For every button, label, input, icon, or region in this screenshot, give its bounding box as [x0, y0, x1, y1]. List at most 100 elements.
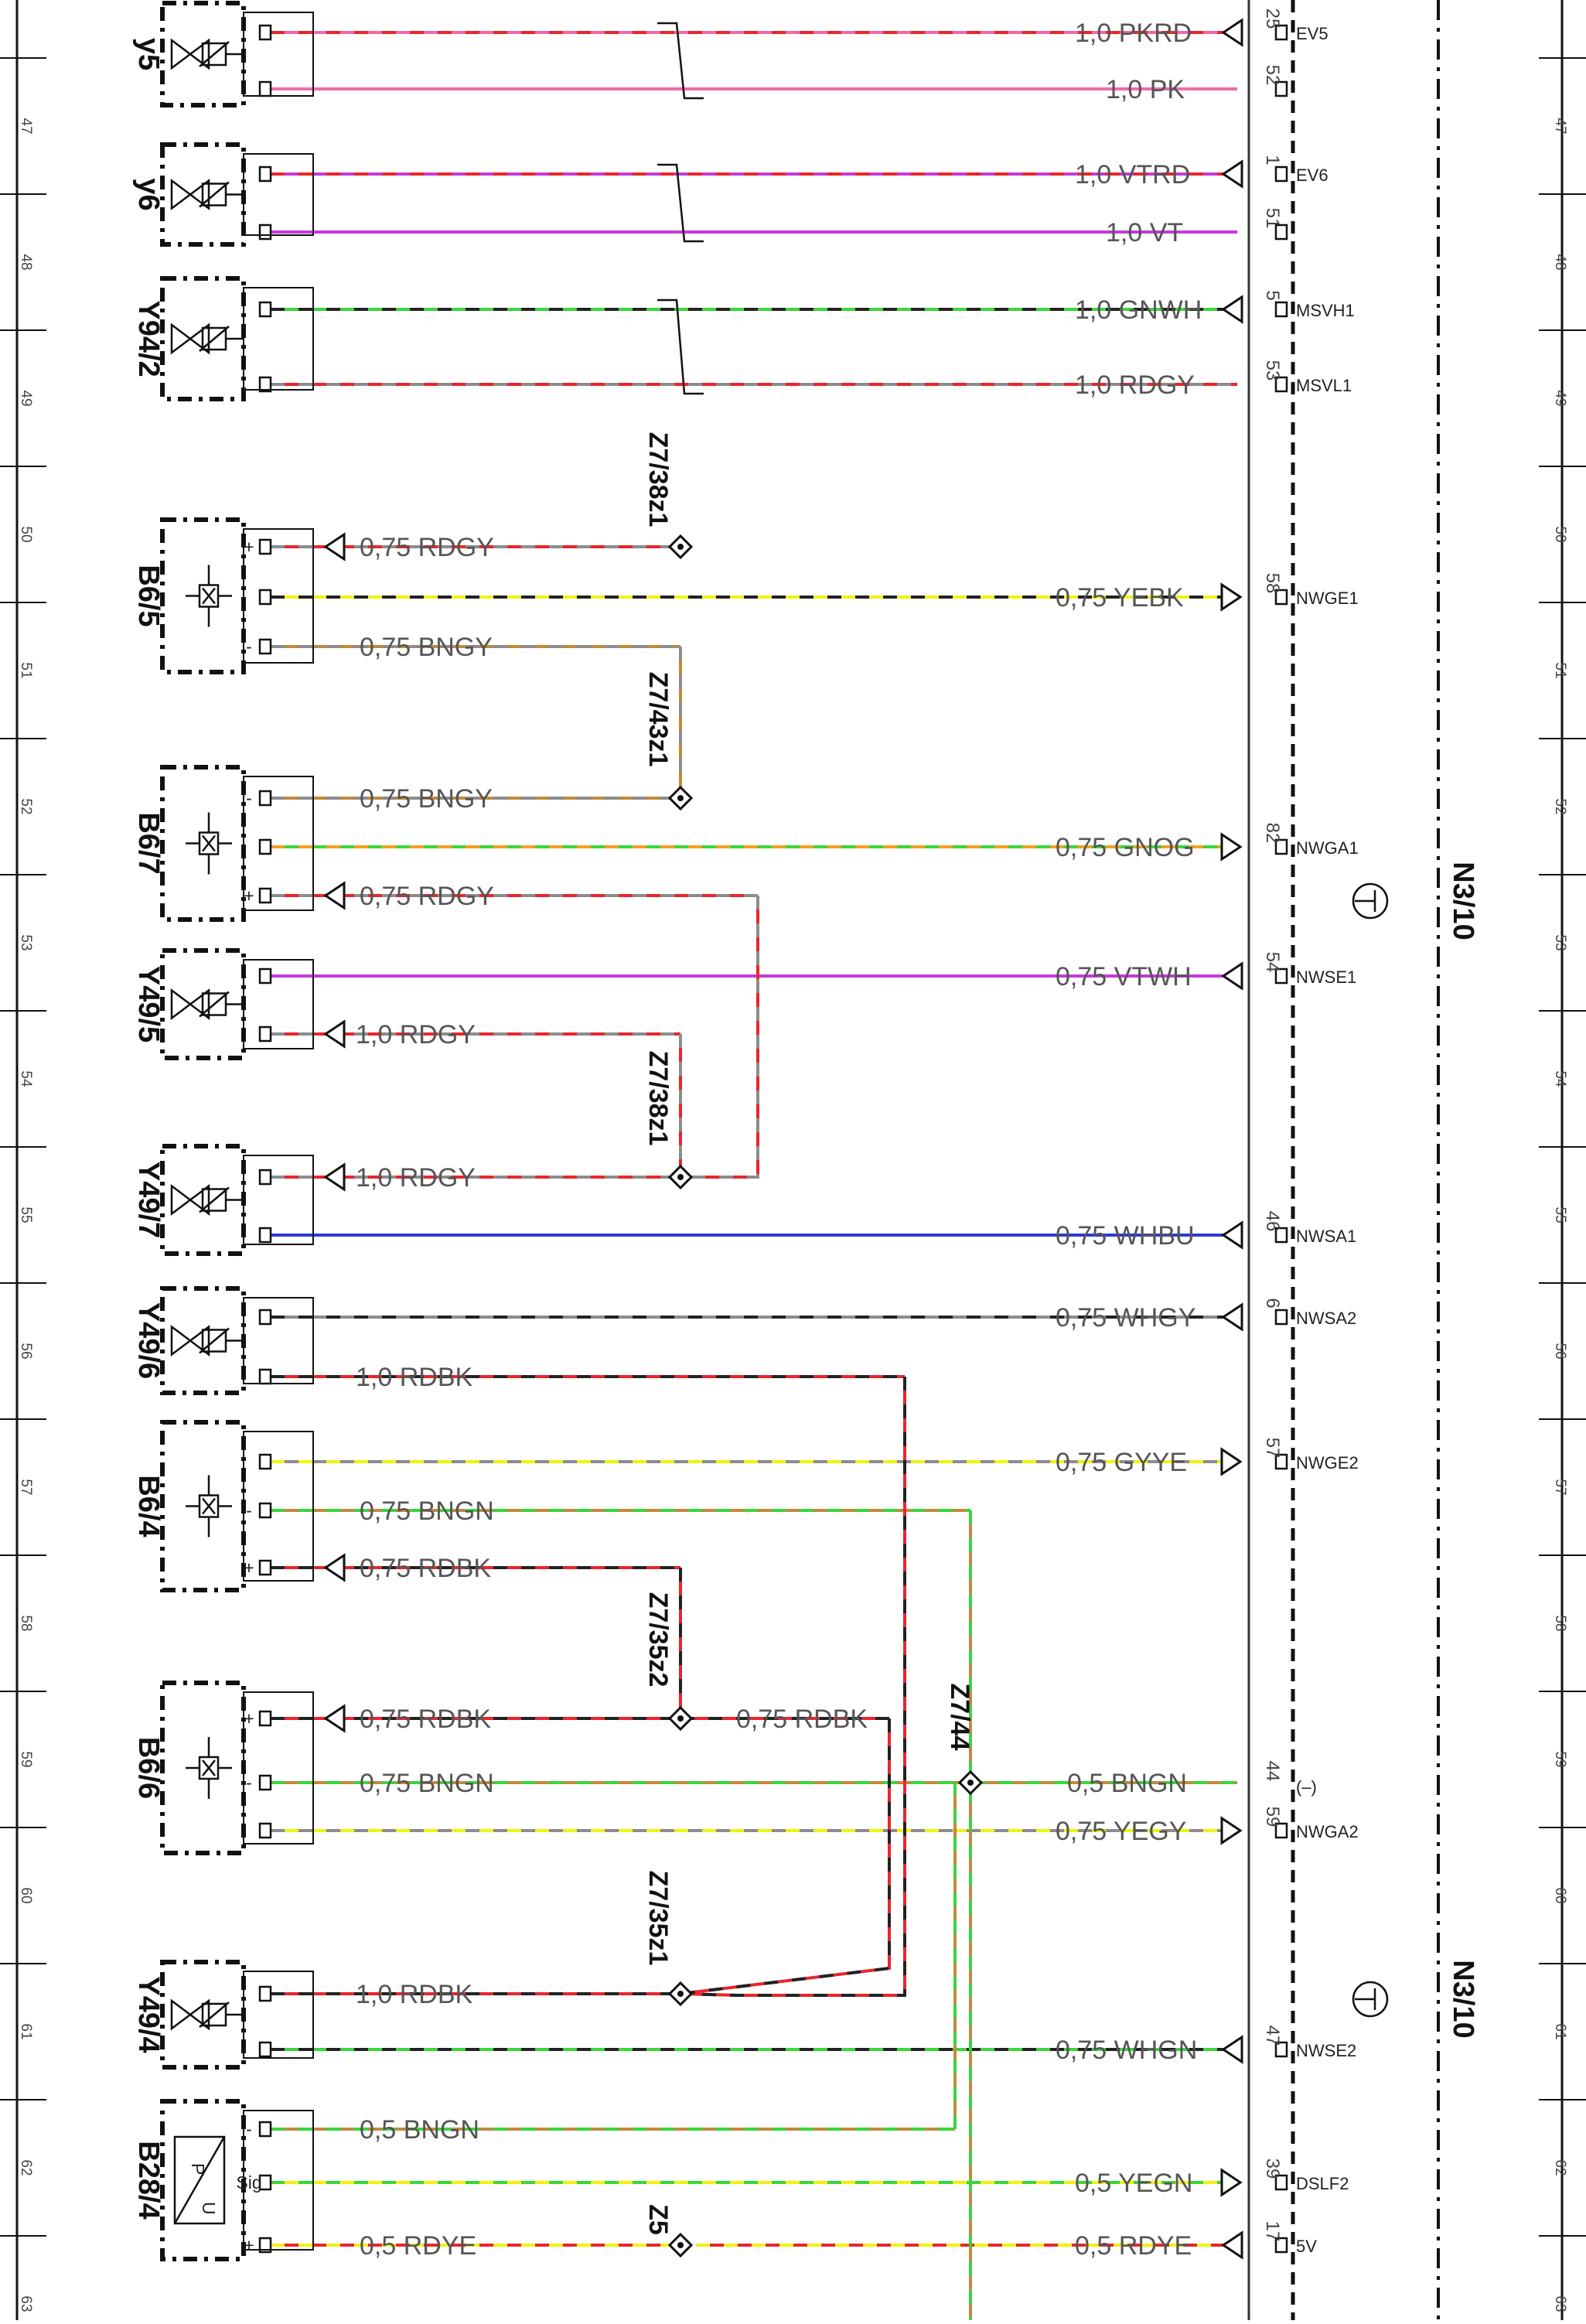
frame-number-left: 48 — [18, 254, 34, 270]
ecu-arrow-in-icon — [1221, 961, 1243, 991]
wire-label: 0,75 YEBK — [1056, 583, 1184, 613]
solenoid-coil-slash — [199, 2002, 230, 2028]
wire-label: 0,75 RDBK — [360, 1554, 491, 1583]
frame-number-right: 54 — [1552, 1070, 1568, 1087]
frame-number-right: 51 — [1552, 662, 1568, 678]
ecu-signal-name: NWSE2 — [1296, 2041, 1356, 2060]
frame-number-right: 62 — [1552, 2159, 1568, 2176]
component-arrow-icon — [323, 532, 346, 561]
wire-label: 0,75 YEGY — [1056, 1817, 1187, 1846]
frame-number-left: 56 — [18, 1343, 34, 1359]
ecu-arrow-in-icon — [1221, 295, 1243, 324]
ecu-arrow-in-icon — [1221, 18, 1243, 47]
ecu-pin-number: 39 — [1262, 2158, 1283, 2179]
frame-number-right: 58 — [1552, 1615, 1568, 1631]
pin-terminal — [258, 166, 272, 183]
pin-terminal — [258, 2237, 272, 2254]
ecu-pin-number: 52 — [1262, 65, 1283, 86]
frame-number-left: 49 — [18, 390, 34, 406]
wire-label: 1,0 PKRD — [1075, 19, 1192, 48]
ecu-signal-name: EV6 — [1296, 166, 1328, 185]
wire-label: 1,0 RDBK — [356, 1363, 472, 1392]
pin-polarity: - — [246, 2119, 252, 2139]
ecu-pin-terminal — [1274, 1309, 1288, 1326]
splice-label: Z7/43z1 — [643, 672, 673, 767]
ecu-pin-terminal — [1274, 1453, 1288, 1470]
frame-number-left: 60 — [18, 1887, 34, 1903]
frame-number-right: 55 — [1552, 1206, 1568, 1223]
connector-box — [243, 1691, 314, 1845]
wire-vertical-stripe — [680, 1718, 891, 1995]
wire-label: 0,75 BNGN — [360, 1769, 494, 1798]
wire-label: 0,5 RDYE — [1075, 2231, 1192, 2261]
ecu-pin-number: 58 — [1262, 573, 1283, 594]
frame-number-right: 53 — [1552, 934, 1568, 950]
pin-polarity: - — [246, 1500, 252, 1520]
splice-node-dot — [677, 1174, 684, 1180]
ecu-pin-number: 25 — [1262, 9, 1283, 29]
ecu-pin-terminal — [1274, 24, 1288, 41]
ecu-signal-name: NWSA1 — [1296, 1227, 1356, 1246]
ecu-arrow-in-icon — [1221, 1302, 1243, 1332]
splice-node-dot — [677, 795, 684, 801]
component-label: B28/4 — [132, 2141, 165, 2219]
wire-label: 0,75 BNGY — [360, 784, 493, 814]
pin-polarity: + — [244, 2235, 254, 2255]
valve-icon — [170, 1184, 210, 1216]
ecu-arrow-out-icon — [1220, 1447, 1243, 1476]
ecu-pin-number: 1 — [1262, 155, 1283, 165]
pin-terminal — [258, 538, 272, 555]
ecu-arrow-in-icon — [1221, 1220, 1243, 1250]
splice-layer: Z7/38z1Z7/43z1Z7/38z1Z7/35z2Z7/44Z7/35z1… — [643, 432, 984, 2258]
wire-label: 0,75 GYYE — [1056, 1448, 1187, 1477]
ecu-pin-terminal — [1274, 1227, 1288, 1244]
wire-vertical-stripe — [680, 1377, 906, 1997]
connector-box — [243, 1155, 314, 1245]
pin-terminal — [258, 589, 272, 606]
sensor-icon-cross — [202, 1759, 216, 1776]
component-label: B6/7 — [132, 812, 165, 874]
component-box — [160, 765, 246, 922]
ecu-name-top: N3/10 — [1447, 862, 1479, 940]
component-label: y5 — [132, 38, 165, 70]
splice-node-dot — [967, 1780, 974, 1786]
component-arrow-icon — [323, 1553, 346, 1582]
ecu-pin-terminal — [1274, 376, 1288, 393]
ecu-pin-terminal — [1274, 589, 1288, 606]
wire-label: 0,75 WHGN — [1056, 2036, 1197, 2065]
sensor-icon-cross — [202, 1497, 216, 1515]
ecu-arrow-out-icon — [1220, 832, 1243, 862]
frame-number-left: 52 — [18, 798, 34, 814]
frame-number-right: 57 — [1552, 1479, 1568, 1495]
ecu-signal-name: EV5 — [1296, 24, 1328, 43]
pin-polarity: + — [244, 886, 254, 906]
solenoid-coil-slash — [199, 326, 230, 352]
component-arrow-icon — [323, 1704, 346, 1733]
pressure-sensor-icon — [173, 2135, 226, 2225]
pin-terminal — [258, 2041, 272, 2058]
transistor-icon — [1352, 882, 1389, 920]
ecu-pin-number: 44 — [1262, 1761, 1283, 1782]
pin-terminal — [258, 790, 272, 807]
ecu-arrow-out-icon — [1220, 582, 1243, 612]
ecu-pin-terminal — [1274, 301, 1288, 318]
ecu-pin-terminal — [1274, 2174, 1288, 2191]
ecu-signal-name: NWGE2 — [1296, 1453, 1359, 1473]
wire-label: 1,0 PK — [1106, 75, 1185, 104]
component-label: B6/5 — [132, 565, 165, 626]
wire-crossover-mark — [657, 163, 704, 243]
pin-terminal — [258, 1822, 272, 1839]
frame-number-left: 47 — [18, 118, 34, 134]
ecu-pin-terminal — [1274, 2041, 1288, 2058]
frame-number-left: 50 — [18, 526, 34, 542]
pin-terminal — [258, 1710, 272, 1727]
splice-node-dot — [677, 2242, 684, 2248]
component-label: B6/6 — [132, 1737, 165, 1799]
pin-polarity: + — [244, 537, 254, 557]
wire-label: 0,5 BNGN — [1067, 1769, 1187, 1798]
wire-vertical — [680, 1377, 906, 1997]
frame-number-right: 59 — [1552, 1751, 1568, 1767]
frame-number-right: 48 — [1552, 254, 1568, 270]
